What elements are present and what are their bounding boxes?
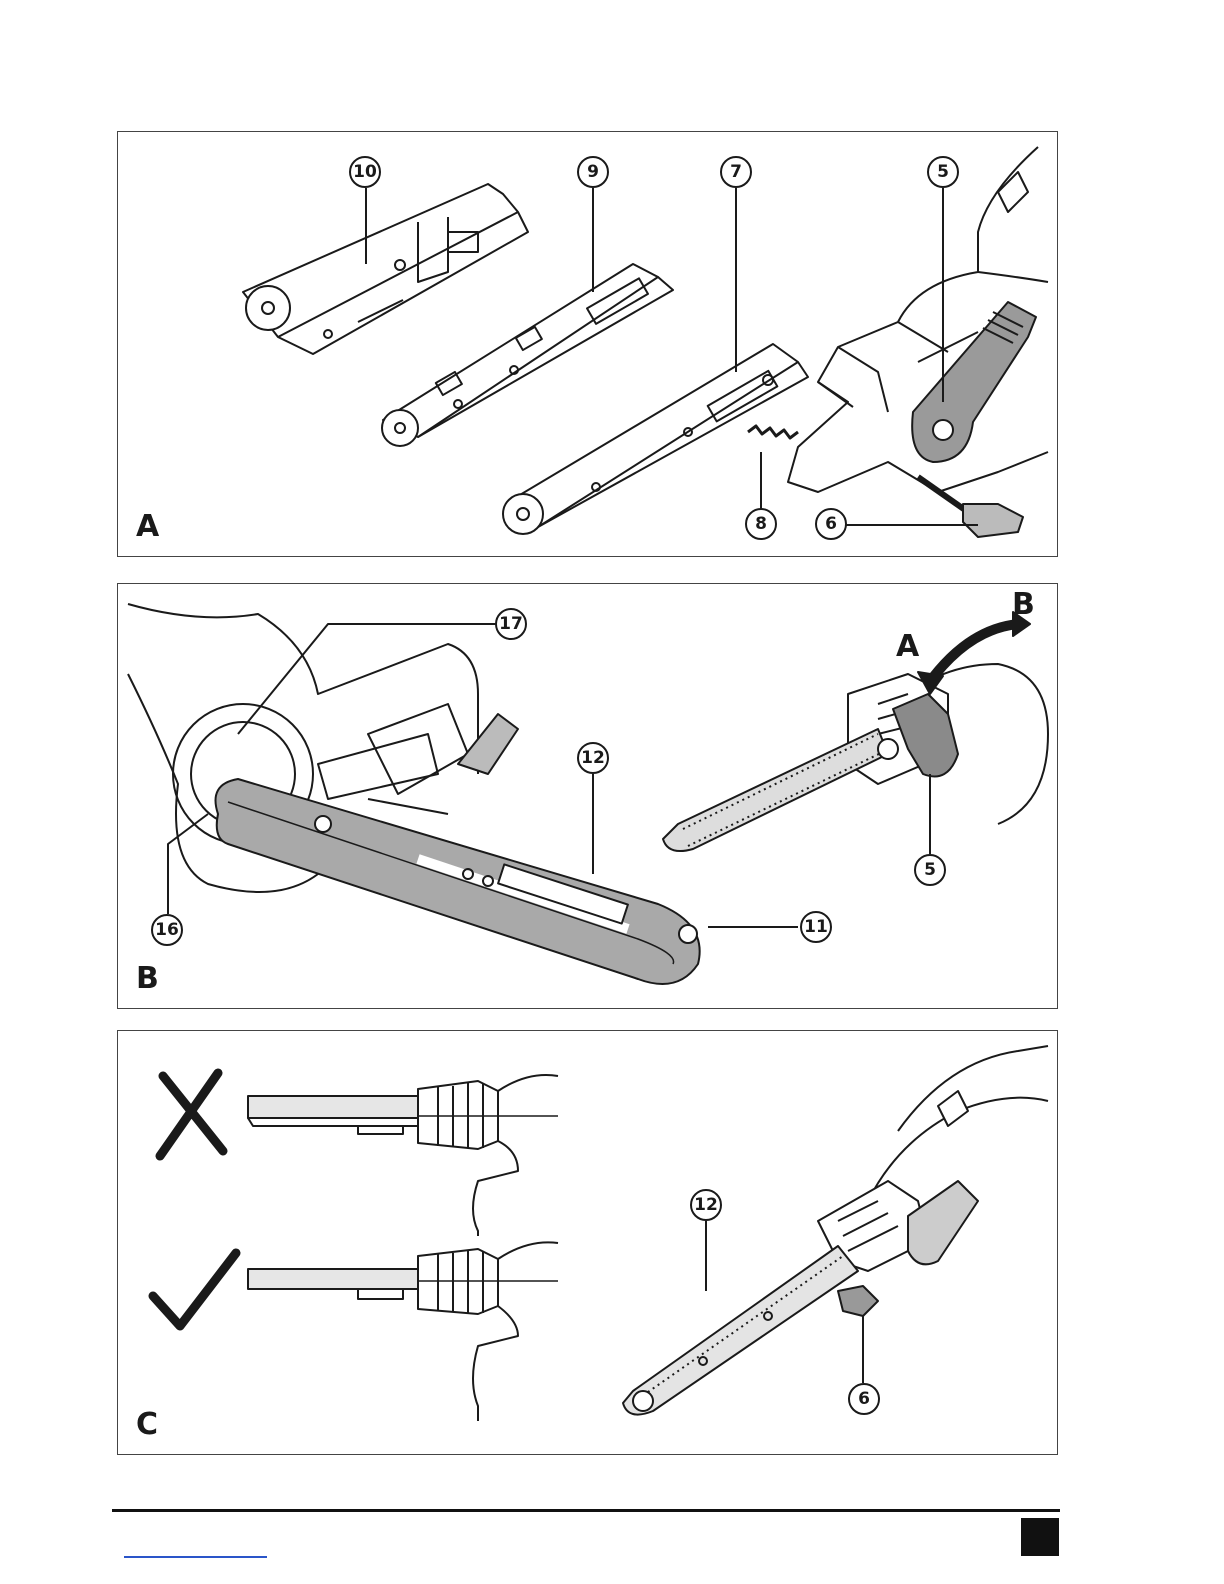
wrong-fit-drawing	[248, 1075, 558, 1236]
spring-drawing	[748, 426, 798, 438]
callout-6: 6	[848, 1383, 880, 1415]
panel-a-drawing	[118, 132, 1059, 558]
panel-letter-a: A	[136, 509, 159, 544]
callout-5: 5	[914, 854, 946, 886]
callout-6: 6	[815, 508, 847, 540]
callout-8: 8	[745, 508, 777, 540]
long-belt-arm-drawing	[503, 344, 808, 534]
check-icon	[153, 1253, 236, 1326]
callout-12: 12	[577, 742, 609, 774]
lever-direction-arrow	[918, 612, 1030, 694]
power-tool-right-drawing	[623, 1046, 1048, 1415]
callout-9: 9	[577, 156, 609, 188]
direction-label-b: B	[1012, 587, 1035, 622]
footer-rule	[112, 1509, 1060, 1512]
figure-panel-a: 10 9 7 5 8 6 A	[117, 131, 1058, 557]
callout-7: 7	[720, 156, 752, 188]
sanding-belt-drawing	[216, 779, 700, 984]
page-number-box	[1021, 1518, 1059, 1556]
power-tool-drawing	[788, 147, 1048, 492]
callout-10: 10	[349, 156, 381, 188]
callout-12: 12	[690, 1189, 722, 1221]
direction-label-a: A	[896, 629, 919, 664]
power-tool-right-drawing	[663, 664, 1048, 851]
callout-11: 11	[800, 911, 832, 943]
callout-16: 16	[151, 914, 183, 946]
callout-17: 17	[495, 608, 527, 640]
short-belt-arm-drawing	[243, 184, 528, 354]
figure-panel-c: 12 6 C	[117, 1030, 1058, 1455]
medium-belt-arm-drawing	[382, 264, 673, 446]
panel-letter-c: C	[136, 1407, 158, 1442]
footer-link-underline[interactable]	[124, 1556, 267, 1558]
panel-c-drawing	[118, 1031, 1059, 1456]
correct-fit-drawing	[248, 1242, 558, 1421]
figure-panel-b: 17 12 16 11 5 A B B	[117, 583, 1058, 1009]
cross-icon	[160, 1073, 223, 1156]
callout-5: 5	[927, 156, 959, 188]
locking-knob-drawing	[918, 477, 1023, 537]
panel-letter-b: B	[136, 961, 159, 996]
